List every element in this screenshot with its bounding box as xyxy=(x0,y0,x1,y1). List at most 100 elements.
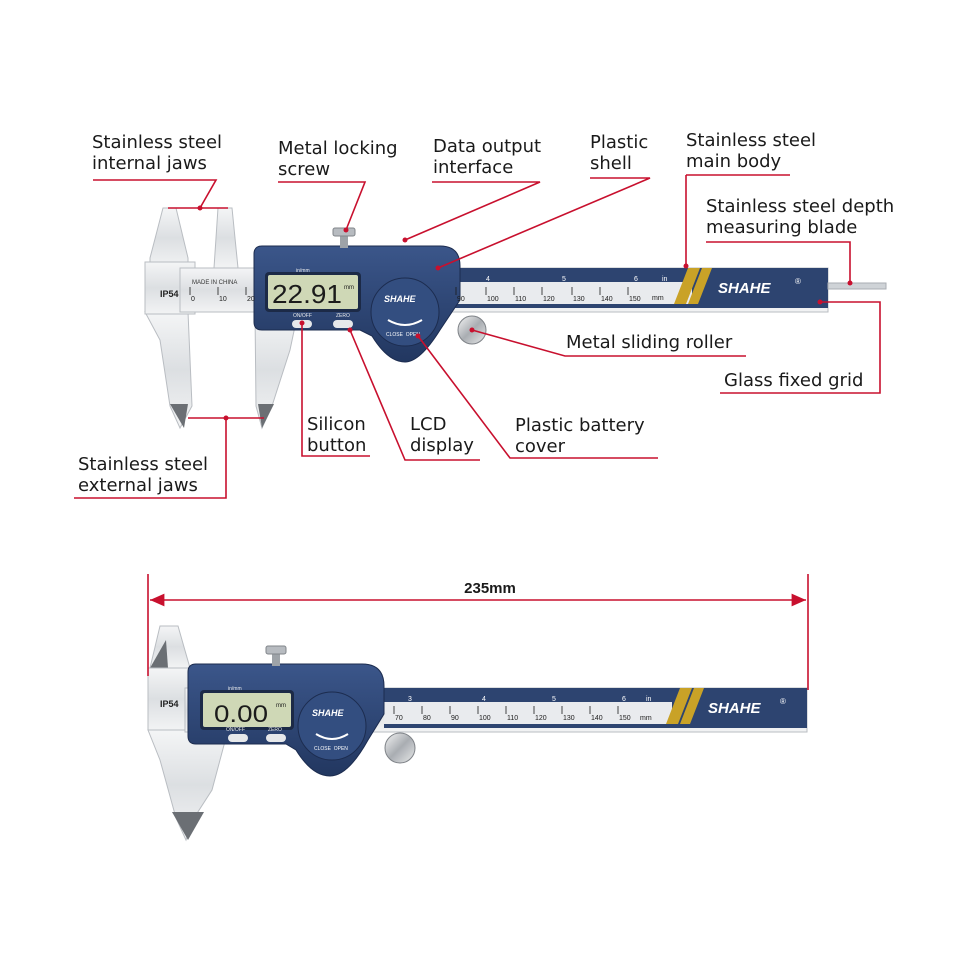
bottom-dial-close-open: CLOSE OPEN xyxy=(314,746,348,752)
bottom-unit-mm: mm xyxy=(640,715,652,722)
bottom-internal-jaw-tip xyxy=(150,640,168,668)
top-caliper xyxy=(144,207,887,430)
label-internal-jaws-line2: internal jaws xyxy=(92,153,207,174)
bottom-lcd-unit: mm xyxy=(276,703,286,709)
bottom-scale-mm-label: 140 xyxy=(591,715,603,722)
label-battery-cover-line1: Plastic battery xyxy=(515,415,645,436)
top-scale-mm-label: 150 xyxy=(629,296,641,303)
label-depth-blade: Stainless steel depth measuring blade xyxy=(706,196,894,238)
bottom-roller[interactable] xyxy=(384,732,416,764)
leader-external-jaws xyxy=(74,418,227,499)
bottom-scale-mm-label: 110 xyxy=(507,715,518,722)
bottom-zero-button[interactable] xyxy=(266,734,286,742)
bottom-unit-in: in xyxy=(646,696,652,703)
dial-arrow xyxy=(387,319,423,326)
bottom-gold-stripes xyxy=(666,688,704,724)
fixed-internal-jaw xyxy=(149,207,189,269)
label-external-jaws-line1: Stainless steel xyxy=(78,454,209,475)
top-scale-mm-label: 10 xyxy=(219,296,227,303)
bottom-scale-mm-label: 120 xyxy=(535,715,547,722)
label-lcd-display-line2: display xyxy=(410,435,474,456)
top-lcd-unit-top: in/mm xyxy=(296,268,310,274)
label-plastic-shell-line2: shell xyxy=(590,153,632,174)
battery-cover-dial xyxy=(370,277,440,347)
leader-battery-cover xyxy=(417,335,658,459)
leader-data-output xyxy=(404,181,541,241)
top-scale-mm-label: 140 xyxy=(601,296,613,303)
dot-depth-blade xyxy=(847,280,853,286)
leader-lcd-display xyxy=(349,329,480,461)
label-battery-cover-line2: cover xyxy=(515,436,566,457)
label-data-output-line2: interface xyxy=(433,157,514,178)
bottom-scale-mm-label: 80 xyxy=(423,715,431,722)
bottom-jaw-tip xyxy=(172,812,204,840)
bottom-ip-rating: IP54 xyxy=(160,699,179,709)
top-lcd-value: 22.91 xyxy=(272,279,342,309)
dimension-label: 235mm xyxy=(464,580,516,597)
bottom-scale-mm-label: 150 xyxy=(619,715,631,722)
top-on-off-label: ON/OFF xyxy=(293,313,312,319)
top-scale-in-label: 5 xyxy=(562,276,566,283)
dot-plastic-shell xyxy=(435,265,441,271)
bottom-caliper xyxy=(147,625,808,842)
label-plastic-shell: Plastic shell xyxy=(590,132,648,174)
label-battery-cover: Plastic battery cover xyxy=(515,415,645,457)
top-brand-logo: SHAHE xyxy=(718,280,772,297)
leader-lines xyxy=(74,174,881,499)
dot-main-body xyxy=(683,263,689,269)
leader-sliding-roller xyxy=(471,329,746,357)
top-made-in: MADE IN CHINA xyxy=(192,280,237,286)
leader-plastic-shell xyxy=(437,177,651,269)
locking-screw-head xyxy=(332,227,356,237)
bottom-brand-reg: ® xyxy=(780,697,786,706)
label-internal-jaws-line1: Stainless steel xyxy=(92,132,223,153)
bottom-zero-label: ZERO xyxy=(268,727,282,733)
leader-silicon-button xyxy=(301,323,370,457)
bottom-scale-mm-label: 100 xyxy=(479,715,491,722)
label-glass-grid-line1: Glass fixed grid xyxy=(724,370,864,391)
top-scale-mm-label: 90 xyxy=(457,296,465,303)
label-glass-grid: Glass fixed grid xyxy=(724,370,863,391)
label-sliding-roller: Metal sliding roller xyxy=(566,332,732,353)
top-zero-label: ZERO xyxy=(336,313,350,319)
bottom-brand-logo: SHAHE xyxy=(708,700,762,717)
top-scale-mm-label: 110 xyxy=(515,296,526,303)
label-plastic-shell-line1: Plastic xyxy=(590,132,649,153)
label-silicon-button-line1: Silicon xyxy=(307,414,366,435)
leader-dots xyxy=(197,205,853,421)
dot-glass-grid xyxy=(817,299,823,305)
dimension-marker xyxy=(147,574,809,690)
bottom-on-off-label: ON/OFF xyxy=(226,727,245,733)
bottom-screw-head xyxy=(265,645,287,655)
dot-internal-jaws xyxy=(197,205,203,211)
label-locking-screw: Metal locking screw xyxy=(278,138,398,180)
slider-internal-jaw xyxy=(213,207,239,269)
top-brand-reg: ® xyxy=(795,277,801,286)
label-locking-screw-line2: screw xyxy=(278,159,331,180)
bottom-scale-in-label: 6 xyxy=(622,696,626,703)
zero-button[interactable] xyxy=(333,320,353,328)
label-external-jaws-line2: external jaws xyxy=(78,475,198,496)
depth-blade xyxy=(827,282,887,290)
dot-sliding-roller xyxy=(469,327,475,333)
top-lcd-unit: mm xyxy=(344,285,354,291)
label-internal-jaws: Stainless steel internal jaws xyxy=(92,132,222,174)
dot-silicon-button xyxy=(299,320,305,326)
bottom-on-off-button[interactable] xyxy=(228,734,248,742)
leader-glass-grid xyxy=(720,301,881,394)
label-depth-blade-line1: Stainless steel depth xyxy=(706,196,895,217)
top-ip-rating: IP54 xyxy=(160,289,179,299)
label-data-output-line1: Data output xyxy=(433,136,542,157)
gold-stripes xyxy=(674,268,712,304)
label-main-body-line1: Stainless steel xyxy=(686,130,817,151)
leader-internal-jaws xyxy=(93,179,218,209)
label-silicon-button-line2: button xyxy=(307,435,367,456)
bottom-scale-strip xyxy=(384,702,672,724)
top-dial-brand: SHAHE xyxy=(384,294,417,304)
leader-locking-screw xyxy=(278,181,367,231)
bottom-scale-in-label: 5 xyxy=(552,696,556,703)
top-unit-in: in xyxy=(662,276,668,283)
